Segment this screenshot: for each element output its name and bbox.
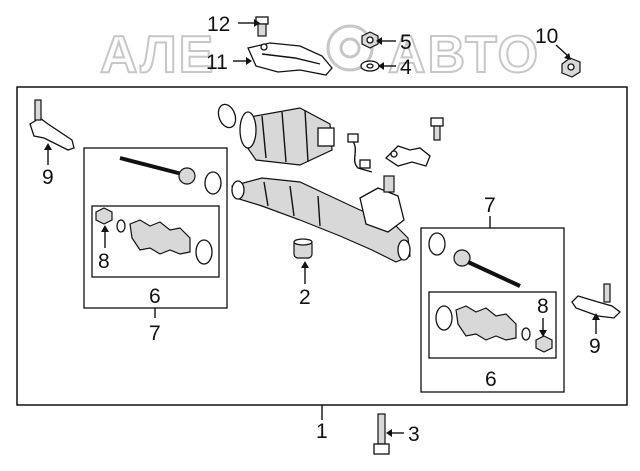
ring-left-icon — [204, 171, 222, 195]
bolt-3-icon — [373, 413, 390, 455]
small-bolt-icon — [430, 117, 444, 141]
callout-1: 1 — [316, 420, 328, 443]
ring-right-icon — [428, 232, 446, 256]
callout-9-right: 9 — [589, 335, 601, 358]
callout-8-right: 8 — [537, 295, 549, 318]
callout-8-left: 8 — [98, 250, 110, 273]
pinion-valve-icon — [359, 175, 405, 233]
boot-right-icon — [455, 305, 517, 341]
inner-tie-rod-left-icon — [119, 156, 196, 185]
callout-2: 2 — [299, 286, 311, 309]
callout-11: 11 — [206, 51, 228, 74]
svg-text:АЛЕ: АЛЕ — [100, 26, 215, 84]
nut-10-icon — [561, 57, 581, 78]
callout-7-left: 7 — [149, 322, 161, 345]
leader-lines — [44, 19, 600, 437]
tie-rod-kit-box-right — [420, 227, 565, 393]
callout-10: 10 — [535, 25, 558, 48]
boot-kit-box-left — [91, 205, 220, 278]
callout-7-right: 7 — [484, 194, 496, 217]
washer-4-icon — [360, 60, 380, 72]
watermark-logo: АЛЕ АВТО — [99, 24, 540, 85]
mounting-bracket-icon — [384, 145, 431, 167]
clamp-large-left-icon — [195, 239, 213, 265]
clamp-large-right-icon — [435, 305, 453, 331]
clamp-small-left-icon — [116, 219, 126, 233]
power-steering-motor-icon — [239, 107, 335, 166]
callout-3: 3 — [408, 423, 420, 446]
callout-6-left: 6 — [149, 285, 161, 308]
bolt-12-icon — [255, 16, 269, 37]
callout-4: 4 — [400, 56, 412, 79]
callout-12: 12 — [207, 13, 230, 36]
bushing-2-icon — [293, 238, 313, 259]
nut-5-icon — [361, 31, 379, 49]
callout-6-right: 6 — [485, 368, 497, 391]
callout-9-left: 9 — [42, 166, 54, 189]
nut-8-right-icon — [535, 335, 553, 353]
rack-and-pinion-housing-icon — [231, 175, 411, 263]
inner-tie-rod-right-icon — [453, 249, 521, 288]
svg-text:АВТО: АВТО — [388, 26, 540, 84]
heat-shield-11-icon — [247, 42, 333, 76]
outer-tie-rod-end-left-icon — [29, 99, 75, 151]
nut-8-left-icon — [95, 207, 113, 225]
boot-left-icon — [129, 219, 191, 255]
clamp-small-right-icon — [521, 327, 531, 341]
wiring-harness-icon — [347, 133, 373, 173]
boot-kit-box-right — [428, 291, 557, 359]
outer-tie-rod-end-right-icon — [571, 283, 621, 319]
o-ring-icon — [217, 103, 237, 129]
callout-5: 5 — [400, 31, 412, 54]
